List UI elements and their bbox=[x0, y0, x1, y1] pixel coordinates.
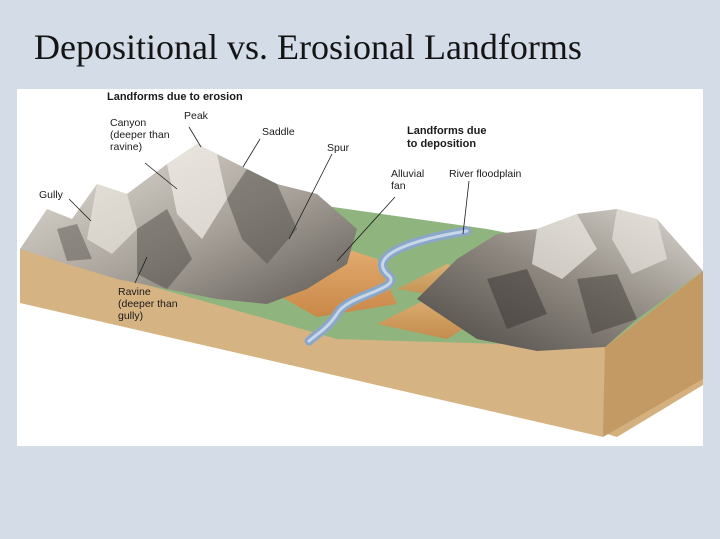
canyon-label: Canyon (deeper than ravine) bbox=[110, 117, 170, 153]
leader-ravine bbox=[134, 256, 148, 284]
terrain-block-illustration bbox=[20, 126, 703, 437]
erosion-heading: Landforms due to erosion bbox=[107, 91, 243, 103]
deposition-heading-line1: Landforms due bbox=[407, 125, 487, 137]
leader-alluvial-fan bbox=[336, 196, 396, 262]
deposition-heading-line2: to deposition bbox=[407, 138, 477, 150]
alluvial-fan-label-line2: fan bbox=[391, 180, 406, 192]
ravine-label: Ravine (deeper than gully) bbox=[118, 286, 178, 322]
slide-title: Depositional vs. Erosional Landforms bbox=[34, 27, 582, 67]
saddle-label: Saddle bbox=[262, 126, 295, 138]
leader-gully bbox=[68, 198, 92, 222]
alluvial-fan-label-line1: Alluvial bbox=[391, 168, 425, 180]
gully-label: Gully bbox=[39, 189, 63, 201]
peak-label: Peak bbox=[184, 110, 208, 122]
alluvial-fan-label: Alluvial fan bbox=[391, 168, 424, 192]
leader-saddle bbox=[242, 138, 261, 168]
block-right-side bbox=[603, 271, 703, 437]
landform-diagram: Landforms due to erosion Canyon (deeper … bbox=[17, 89, 703, 446]
canyon-label-line1: Canyon bbox=[110, 117, 147, 129]
canyon-label-line2: (deeper than bbox=[110, 129, 170, 141]
leader-river-floodplain bbox=[462, 180, 470, 235]
leader-peak bbox=[188, 126, 202, 148]
spur-label: Spur bbox=[327, 142, 350, 154]
deposition-heading: Landforms due to deposition bbox=[407, 125, 486, 151]
canyon-label-line3: ravine) bbox=[110, 141, 143, 153]
river-floodplain-label: River floodplain bbox=[449, 168, 522, 180]
ravine-label-line3: gully) bbox=[118, 310, 144, 322]
leader-spur bbox=[288, 153, 333, 240]
leader-canyon bbox=[144, 162, 178, 190]
ravine-label-line2: (deeper than bbox=[118, 298, 178, 310]
ravine-label-line1: Ravine bbox=[118, 286, 151, 298]
